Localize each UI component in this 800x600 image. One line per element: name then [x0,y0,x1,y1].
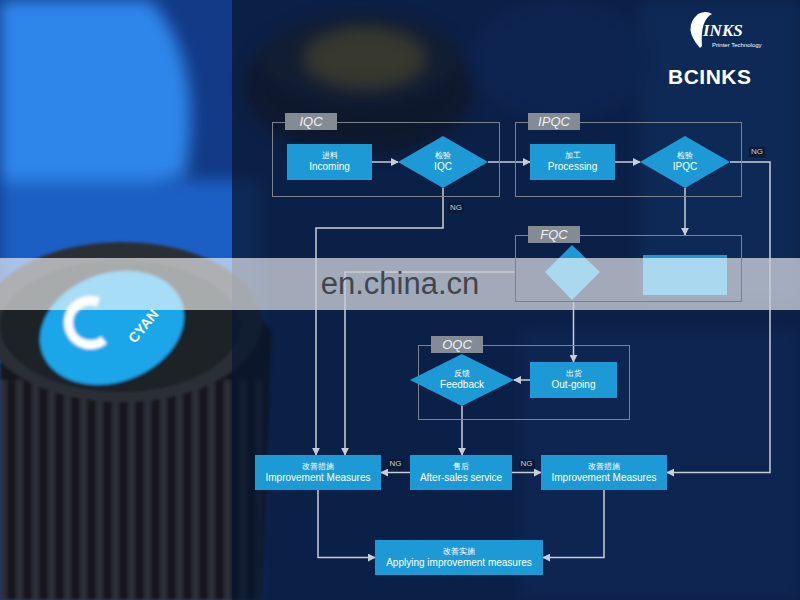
decision-diamond: 检验IPQC [640,136,730,188]
decision-diamond: 反馈Feedback [410,354,514,406]
process-box: 售后After-sales service [410,455,512,490]
chinese-label: 进料 [322,151,338,161]
flow-arrow [316,188,443,455]
flow-arrow [512,472,541,474]
chinese-label: 检验 [677,151,693,161]
english-label: Improvement Measures [551,472,656,484]
node-content: 改善措施Improvement Measures [255,455,381,490]
diamond-fill [398,136,488,188]
flow-arrow [345,272,515,455]
node-content: 改善实施Applying improvement measures [375,540,543,575]
stage-group: FQC [515,235,742,302]
chinese-label: 改善措施 [302,462,334,472]
watermark: en.china.cn [0,266,800,302]
bottle-top [0,0,190,205]
bottle-label: CYAN [125,306,162,346]
node-content: 进料Incoming [287,144,372,180]
edge-label: NG [519,459,535,469]
logo-wordmark: BCINKS [668,65,752,89]
chinese-label: 检验 [435,151,451,161]
flow-arrow [573,302,575,362]
node-content: 加工Processing [530,144,615,180]
stage-group: IQC 进料Incoming 检验IQC [272,122,500,197]
logo-tagline: Printer Technology [712,42,762,49]
stage-tab: FQC [528,226,580,243]
process-box: 改善措施Improvement Measures [255,455,381,490]
diamond-shape [410,354,514,406]
process-box: 进料Incoming [287,144,372,180]
flow-arrow [318,490,375,558]
flow-arrow [684,188,686,235]
process-box: 改善措施Improvement Measures [541,455,667,490]
watermark-band [0,258,800,310]
diamond-shape [398,136,488,188]
chinese-label: 改善措施 [588,462,620,472]
stage-group: IPQC 加工Processing 检验IPQC [515,122,742,197]
flow-arrow [667,162,770,473]
node-content: 反馈Feedback [410,354,514,406]
diamond-fill [640,136,730,188]
flow-arrow [543,490,604,558]
logo-script: INKS [703,21,743,41]
edge-label: NG [448,203,464,213]
stage-tab: OQC [431,336,483,353]
cap-ridges [0,380,268,600]
node-content: 检验IQC [398,136,488,188]
english-label: Out-going [552,379,596,391]
node-content: 改善措施Improvement Measures [541,455,667,490]
flow-arrow [514,379,530,381]
process-box: 出货Out-going [530,362,617,398]
english-label: Feedback [440,379,484,391]
flow-arrow [615,161,640,163]
process-box: 改善实施Applying improvement measures [375,540,543,575]
chinese-label: 加工 [565,151,581,161]
edge-label: NG [749,147,765,157]
chinese-label: 出货 [566,369,582,379]
flow-arrow [372,161,398,163]
node-content: 检验IPQC [640,136,730,188]
chinese-label: 售后 [453,462,469,472]
english-label: IPQC [673,161,697,173]
diamond-shape [640,136,730,188]
stage-tab: IQC [285,113,337,130]
edge-label: NG [388,459,404,469]
english-label: Incoming [309,161,350,173]
english-label: Improvement Measures [265,472,370,484]
english-label: Applying improvement measures [386,557,532,569]
node-content: 售后After-sales service [410,455,512,490]
stage-group: OQC反馈Feedback出货Out-going [418,345,630,420]
stage-tab: IPQC [528,113,580,130]
flow-arrow [488,161,530,163]
flow-arrow [381,472,410,474]
process-box: 加工Processing [530,144,615,180]
flow-arrow [461,406,463,455]
diamond-fill [410,354,514,406]
decision-diamond: 检验IQC [398,136,488,188]
node-content: 出货Out-going [530,362,617,398]
chinese-label: 反馈 [454,369,470,379]
english-label: Processing [548,161,597,173]
english-label: After-sales service [420,472,502,484]
chinese-label: 改善实施 [443,547,475,557]
logo-swoosh [690,12,712,48]
english-label: IQC [434,161,452,173]
